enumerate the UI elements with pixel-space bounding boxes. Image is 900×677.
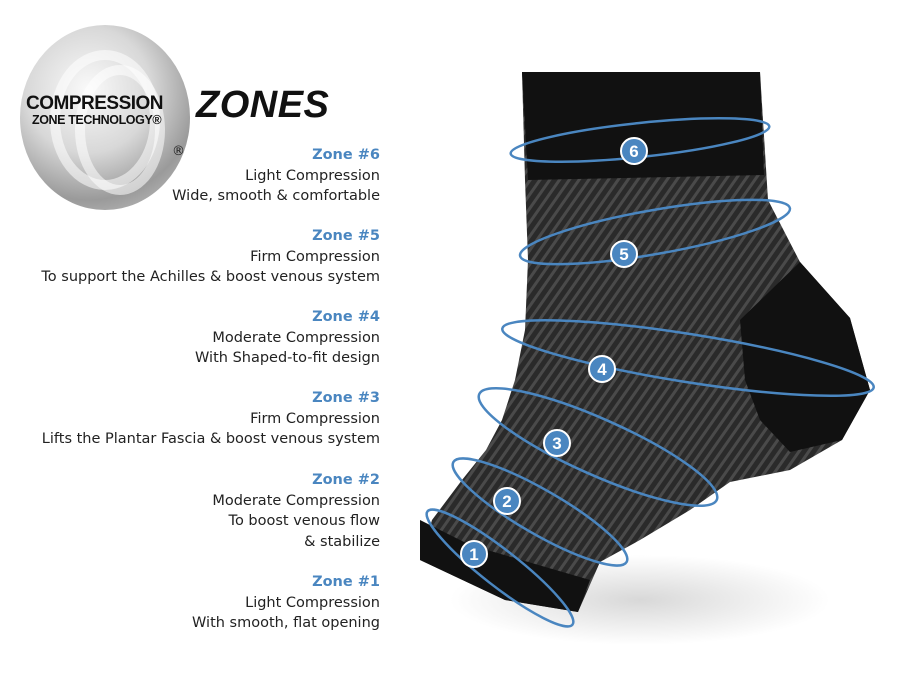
logo-swirl: [75, 65, 165, 195]
zone-line: Firm Compression: [250, 410, 380, 427]
zone-number: 2: [502, 492, 511, 511]
logo-line2: ZONE TECHNOLOGY®: [32, 113, 162, 127]
zone-line: Light Compression: [245, 594, 380, 611]
zone-line: Moderate Compression: [212, 329, 380, 346]
zone-title: Zone #5: [312, 228, 380, 244]
zone-line: Light Compression: [245, 167, 380, 184]
zone-number: 3: [552, 434, 561, 453]
zone-5-description: Zone #5 Firm Compression To support the …: [41, 226, 380, 288]
zone-5-ring: [518, 198, 792, 266]
zone-4-ring: [501, 318, 875, 398]
zone-5-marker: 5: [610, 240, 638, 268]
zone-line: To boost venous flow: [228, 513, 380, 529]
zone-1-description: Zone #1 Light Compression With smooth, f…: [192, 572, 380, 634]
sleeve-body: [420, 72, 870, 612]
zone-1-marker: 1: [460, 540, 488, 568]
zone-line: Moderate Compression: [212, 492, 380, 509]
zone-number: 6: [629, 142, 638, 161]
zone-4-description: Zone #4 Moderate Compression With Shaped…: [195, 307, 380, 369]
zone-line: Firm Compression: [250, 248, 380, 265]
zone-3-description: Zone #3 Firm Compression Lifts the Plant…: [42, 388, 380, 450]
zone-line: Lifts the Plantar Fascia & boost venous …: [41, 431, 380, 447]
zone-line: With smooth, flat opening: [192, 615, 380, 631]
zone-line: To support the Achilles & boost venous s…: [41, 269, 380, 285]
top-band: [522, 72, 764, 180]
zone-number: 5: [619, 245, 628, 264]
zone-6-marker: 6: [620, 137, 648, 165]
zone-title: Zone #4: [312, 309, 380, 325]
page-title: ZONES: [196, 84, 330, 126]
registered-mark: ®: [172, 144, 185, 159]
zone-line: With Shaped-to-fit design: [195, 350, 380, 366]
zone-number: 4: [597, 360, 607, 379]
zone-number: 1: [469, 545, 478, 564]
zone-3-ring: [477, 387, 719, 507]
zone-4-marker: 4: [588, 355, 616, 383]
bottom-band: [420, 520, 590, 612]
zone-3-marker: 3: [543, 429, 571, 457]
logo-line1: COMPRESSION: [26, 93, 164, 114]
zone-title: Zone #6: [312, 147, 380, 163]
zone-1-ring: [425, 508, 575, 628]
zone-line: & stabilize: [304, 533, 380, 550]
zone-2-description: Zone #2 Moderate Compression To boost ve…: [212, 470, 380, 552]
zone-2-marker: 2: [493, 487, 521, 515]
zone-title: Zone #3: [312, 390, 380, 406]
zone-title: Zone #1: [312, 574, 380, 590]
zone-title: Zone #2: [312, 472, 380, 488]
zone-line: Wide, smooth & comfortable: [172, 188, 380, 204]
compression-zone-technology-logo: COMPRESSION ZONE TECHNOLOGY®: [20, 25, 190, 215]
zone-6-description: Zone #6 Light Compression Wide, smooth &…: [172, 145, 380, 207]
zone-2-ring: [451, 457, 629, 567]
